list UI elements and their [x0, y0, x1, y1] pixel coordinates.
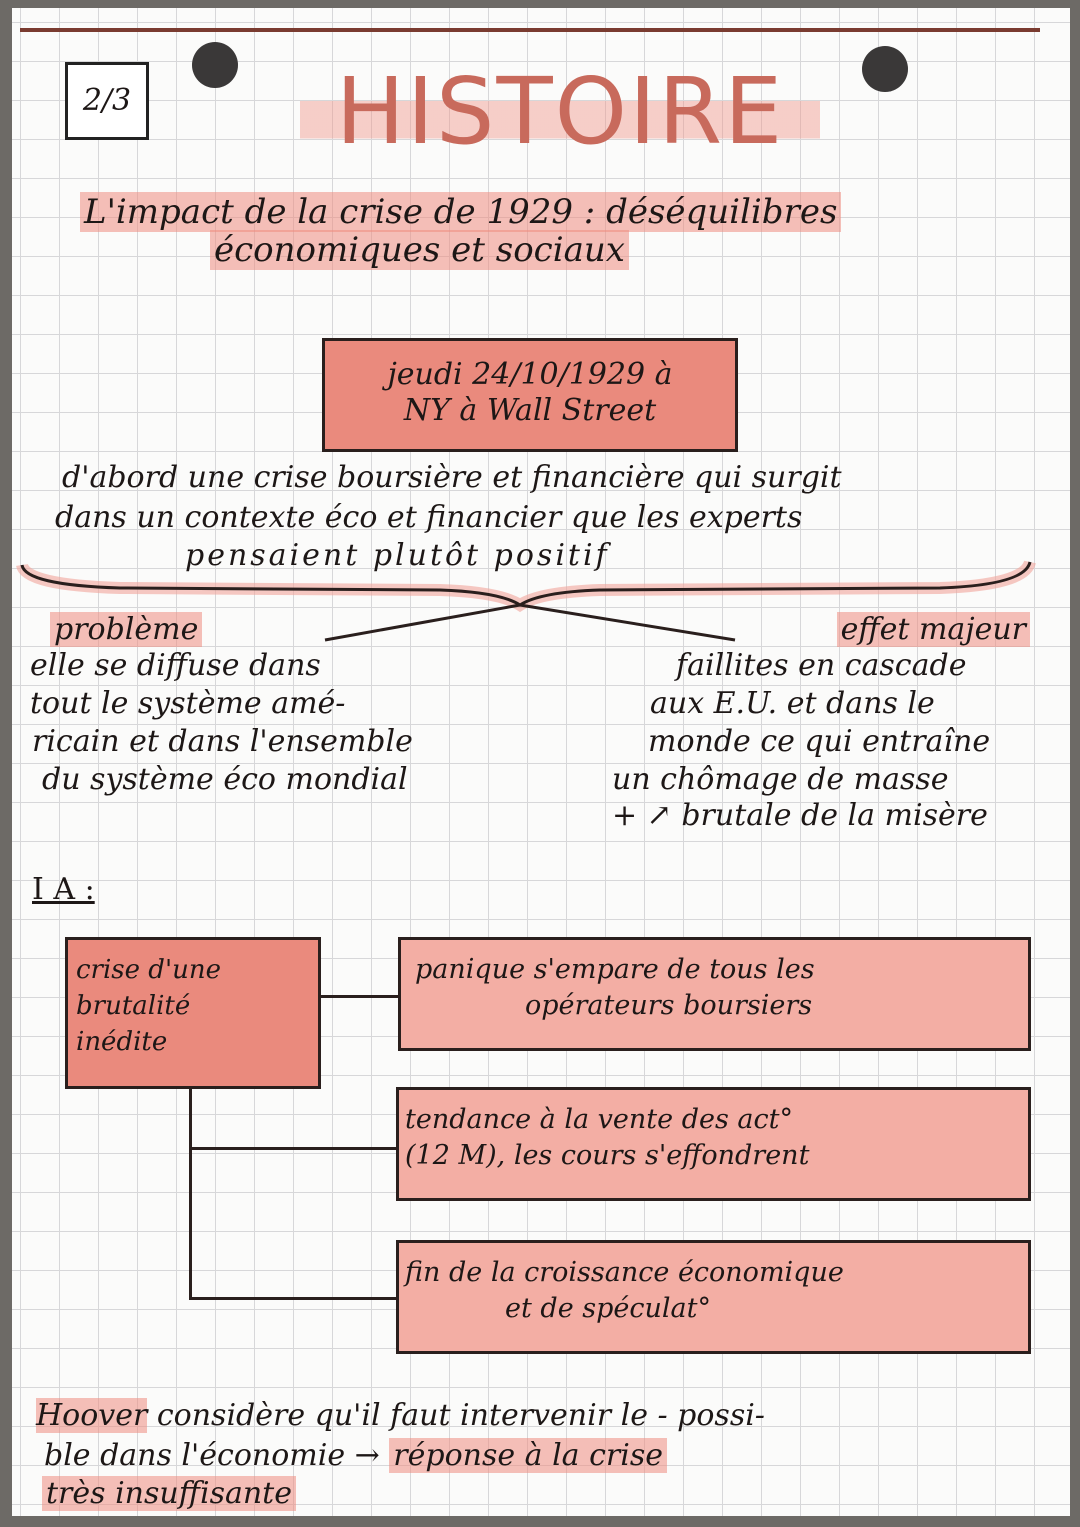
punch-hole-left — [192, 42, 238, 88]
date-line-2: NY à Wall Street — [403, 393, 657, 428]
diagram-item-box: panique s'empare de tous les opérateurs … — [398, 937, 1031, 1051]
conclusion-line-3: très insuffisante — [42, 1476, 296, 1512]
intro-line-2: dans un contexte éco et financier que le… — [55, 500, 803, 535]
item-line: opérateurs boursiers — [525, 990, 813, 1021]
left-branch-heading: problème — [50, 612, 203, 648]
diagram-item-box: tendance à la vente des act° (12 M), les… — [396, 1087, 1031, 1201]
conclusion-text: ble dans l'économie → — [44, 1438, 380, 1473]
main-box-line: inédite — [76, 1027, 168, 1057]
main-box-line: brutalité — [76, 991, 191, 1021]
page-number: 2/3 — [82, 83, 132, 118]
left-branch-line: elle se diffuse dans — [30, 648, 321, 683]
item-line: fin de la croissance économique — [405, 1257, 844, 1288]
right-branch-line: un chômage de masse — [612, 762, 949, 797]
left-branch-line: ricain et dans l'ensemble — [32, 724, 413, 759]
conclusion-highlight: réponse à la crise — [389, 1438, 667, 1473]
punch-hole-right — [862, 46, 908, 92]
left-heading-text: problème — [50, 612, 203, 647]
item-line: et de spéculat° — [505, 1293, 711, 1324]
main-box-line: crise d'une — [76, 955, 221, 985]
connector — [189, 1297, 398, 1300]
section-label: I A : — [32, 872, 95, 907]
page-number-box: 2/3 — [65, 62, 149, 140]
conclusion-line-1: Hoover considère qu'il faut intervenir l… — [36, 1398, 765, 1434]
conclusion-line-2: ble dans l'économie → réponse à la crise — [44, 1438, 667, 1474]
right-branch-line: + ↗ brutale de la misère — [612, 798, 988, 833]
left-branch-line: tout le système amé- — [30, 686, 346, 721]
item-line: panique s'empare de tous les — [415, 954, 815, 985]
conclusion-text: considère qu'il faut intervenir le - pos… — [156, 1398, 765, 1433]
conclusion-highlight: très insuffisante — [42, 1476, 296, 1511]
left-branch-line: du système éco mondial — [42, 762, 408, 797]
page-title: HISTOIRE — [300, 58, 820, 165]
right-branch-line: aux E.U. et dans le — [650, 686, 935, 721]
item-line: tendance à la vente des act° — [405, 1104, 793, 1135]
right-branch-line: monde ce qui entraîne — [648, 724, 991, 759]
right-branch-line: faillites en cascade — [676, 648, 967, 683]
right-branch-heading: effet majeur — [836, 612, 1030, 648]
top-rule — [20, 28, 1040, 32]
date-box: jeudi 24/10/1929 à NY à Wall Street — [322, 338, 738, 452]
intro-line-3: pensaient plutôt positif — [185, 538, 610, 573]
right-heading-text: effet majeur — [836, 612, 1030, 647]
diagram-item-box: fin de la croissance économique et de sp… — [396, 1240, 1031, 1354]
subtitle-line-1: L'impact de la crise de 1929 : déséquili… — [80, 192, 842, 232]
subtitle-line-2: économiques et sociaux — [210, 230, 629, 270]
subtitle-text-2: économiques et sociaux — [210, 230, 629, 270]
hoover-name: Hoover — [36, 1398, 148, 1433]
connector — [189, 1147, 398, 1150]
date-line-1: jeudi 24/10/1929 à — [387, 357, 673, 392]
intro-line-1: d'abord une crise boursière et financièr… — [62, 460, 842, 495]
diagram-main-box: crise d'une brutalité inédite — [65, 937, 321, 1089]
subtitle-text-1: L'impact de la crise de 1929 : déséquili… — [80, 192, 842, 232]
item-line: (12 M), les cours s'effondrent — [405, 1140, 810, 1171]
connector — [321, 995, 399, 998]
brace-and-cross — [16, 559, 1036, 642]
connector — [189, 1089, 192, 1300]
